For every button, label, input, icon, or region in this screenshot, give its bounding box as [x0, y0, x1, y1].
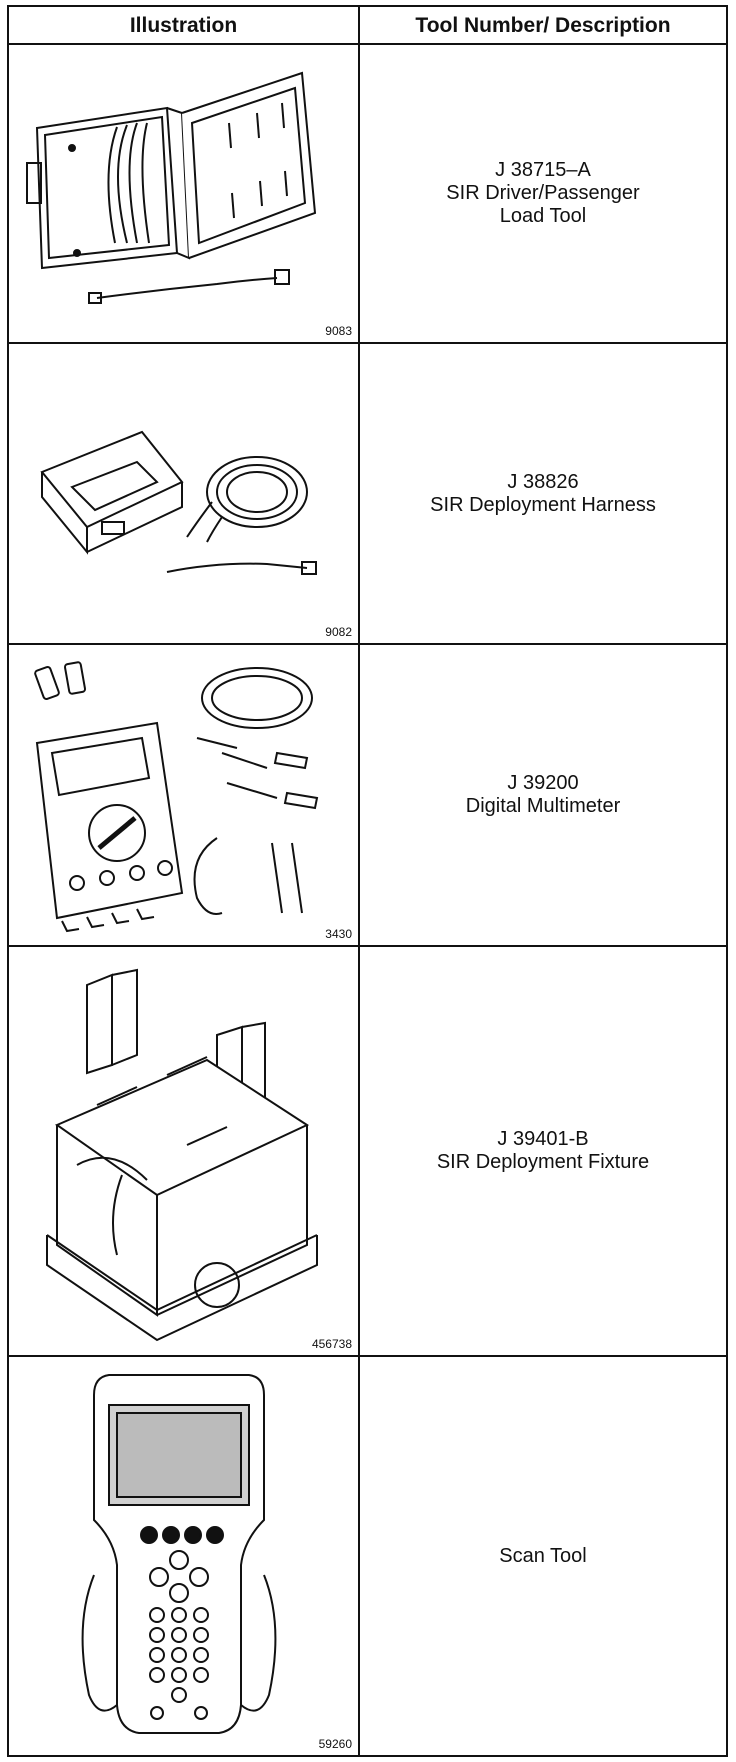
tool-description-line: SIR Driver/Passenger — [446, 182, 640, 204]
row-3-description: J 39200 Digital Multimeter — [360, 645, 726, 945]
tool-description-line: SIR Deployment Fixture — [436, 1151, 650, 1173]
tool-description-line: Digital Multimeter — [465, 795, 621, 817]
column-divider — [358, 7, 360, 1755]
tool-description-line: Load Tool — [499, 205, 587, 227]
figure-number: 59260 — [318, 1737, 352, 1751]
row-4-illustration: 456738 — [9, 947, 358, 1355]
figure-number: 456738 — [311, 1337, 352, 1351]
tool-number: J 38715–A — [495, 159, 591, 181]
row-divider — [9, 643, 726, 645]
row-1-illustration: 9083 — [9, 45, 358, 342]
row-divider — [9, 945, 726, 947]
row-1-description: J 38715–A SIR Driver/Passenger Load Tool — [360, 45, 726, 342]
row-2-illustration: 9082 — [9, 344, 358, 643]
deployment-harness-icon — [17, 352, 337, 632]
tool-number: J 39200 — [507, 772, 579, 794]
tool-number: J 38826 — [507, 470, 579, 493]
tool-table: Illustration Tool Number/ Description 90… — [7, 5, 728, 1757]
row-5-description: Scan Tool — [360, 1357, 726, 1755]
row-2-description: J 38826 SIR Deployment Harness — [360, 344, 726, 643]
digital-multimeter-icon — [17, 653, 337, 938]
figure-number: 9082 — [325, 625, 352, 639]
row-3-illustration: 3430 — [9, 645, 358, 945]
deployment-fixture-icon — [17, 955, 337, 1345]
header-illustration: Illustration — [129, 14, 238, 37]
figure-number: 9083 — [325, 324, 352, 338]
header-description: Tool Number/ Description — [415, 14, 671, 37]
row-4-description: J 39401-B SIR Deployment Fixture — [360, 947, 726, 1355]
tool-number: J 39401-B — [497, 1128, 589, 1150]
row-divider — [9, 1355, 726, 1357]
scan-tool-icon — [69, 1365, 289, 1745]
sir-load-tool-case-icon — [17, 53, 337, 333]
tool-description-line: Scan Tool — [499, 1544, 587, 1567]
header-divider — [9, 43, 726, 45]
row-divider — [9, 342, 726, 344]
row-5-illustration: 59260 — [9, 1357, 358, 1755]
figure-number: 3430 — [325, 927, 352, 941]
tool-description-line: SIR Deployment Harness — [430, 493, 656, 516]
